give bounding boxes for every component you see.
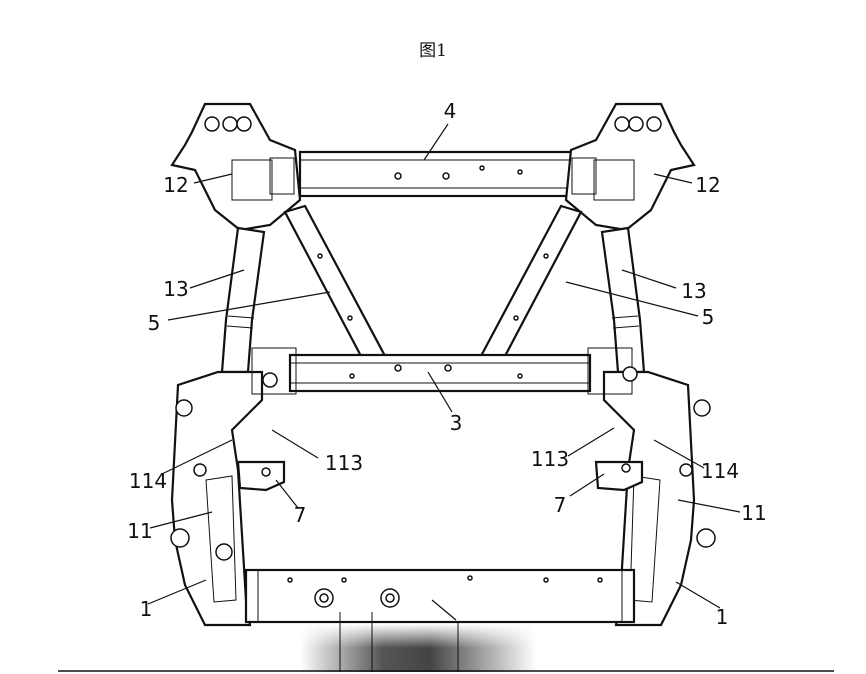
label-brace-left: 5: [148, 311, 161, 335]
label-cavity-left: 113: [325, 451, 363, 475]
bottom-shadow-block: [300, 612, 536, 672]
label-rail-left: 11: [127, 519, 152, 543]
label-frame-right: 1: [716, 605, 729, 629]
leader-lines: [147, 123, 741, 621]
label-brace-right: 5: [702, 305, 715, 329]
left-arm: [220, 226, 266, 374]
left-diagonal-brace: [283, 204, 387, 360]
label-crossbeam-middle: 3: [450, 411, 463, 435]
label-rail-right: 11: [741, 501, 766, 525]
bottom-crossbeam: [244, 568, 636, 624]
figure-caption: 图1: [419, 41, 447, 61]
label-arm-right: 13: [681, 279, 706, 303]
top-crossbeam: [298, 150, 578, 198]
label-frame-left: 1: [140, 597, 153, 621]
label-cavity-right: 113: [531, 447, 569, 471]
left-side-frame: [170, 347, 297, 627]
label-bracket-left: 7: [294, 503, 307, 527]
label-crossbeam-top: 4: [444, 99, 457, 123]
label-arm-left: 13: [163, 277, 188, 301]
label-bracket-right: 7: [554, 493, 567, 517]
left-bracket: [236, 460, 286, 492]
right-upper-mount: [564, 102, 696, 232]
label-node-left: 114: [129, 469, 167, 493]
middle-crossbeam: [288, 353, 592, 393]
label-mount-left: 12: [163, 173, 188, 197]
label-mount-right: 12: [695, 173, 720, 197]
label-node-right: 114: [701, 459, 739, 483]
right-bracket: [594, 460, 644, 492]
left-upper-mount: [170, 102, 302, 232]
